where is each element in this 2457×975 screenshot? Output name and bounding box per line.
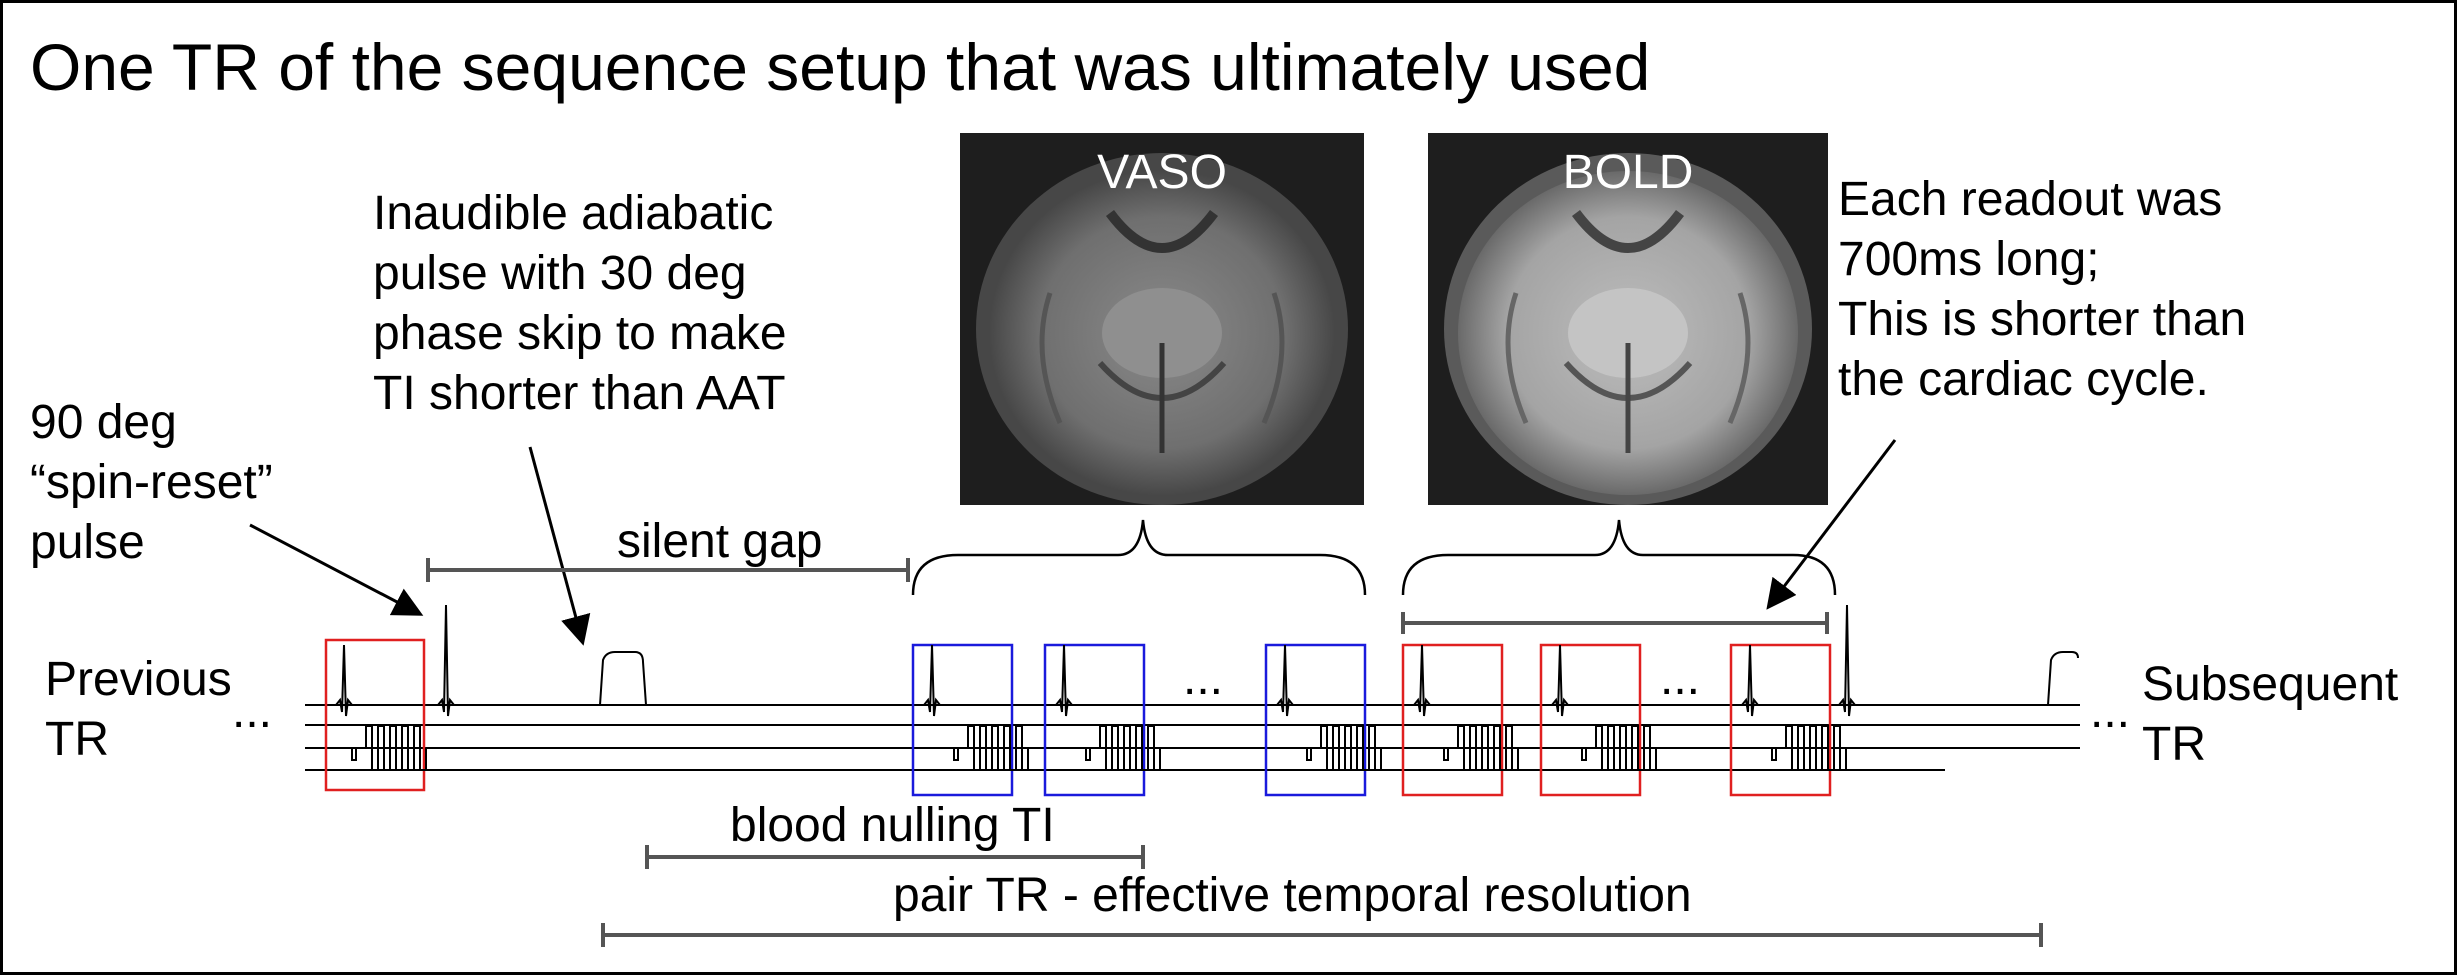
subsequent-tr-line-1: Subsequent xyxy=(2142,658,2399,711)
adiabatic-line-2: pulse with 30 deg xyxy=(373,247,747,300)
previous-ellipsis: ... xyxy=(232,685,273,738)
spin-reset-annotation: 90 deg “spin-reset” pulse xyxy=(30,393,273,573)
vaso-image: VASO xyxy=(960,133,1364,505)
subsequent-tr-label: Subsequent TR xyxy=(2142,655,2398,775)
bold-label: BOLD xyxy=(1562,146,1694,199)
bold-ellipsis: ... xyxy=(1660,652,1701,705)
readout-line-4: the cardiac cycle. xyxy=(1838,353,2209,406)
readout-line-2: 700ms long; xyxy=(1838,233,2100,286)
bold-brain-picture xyxy=(1428,133,1828,505)
blood-nulling-label: blood nulling TI xyxy=(730,799,1055,852)
previous-tr-line-1: Previous xyxy=(45,653,232,706)
previous-tr-line-2: TR xyxy=(45,713,109,766)
adiabatic-line-3: phase skip to make xyxy=(373,307,787,360)
vaso-brain-picture xyxy=(960,133,1364,505)
vaso-label: VASO xyxy=(1097,146,1227,199)
pair-tr-label: pair TR - effective temporal resolution xyxy=(893,869,1692,922)
adiabatic-annotation: Inaudible adiabatic pulse with 30 deg ph… xyxy=(373,184,787,424)
subsequent-tr-line-2: TR xyxy=(2142,718,2206,771)
readout-line-1: Each readout was xyxy=(1838,173,2223,226)
spin-reset-line-3: pulse xyxy=(30,516,145,569)
spin-reset-line-1: 90 deg xyxy=(30,396,177,449)
adiabatic-line-4: TI shorter than AAT xyxy=(373,367,786,420)
silent-gap-label: silent gap xyxy=(617,515,823,568)
vaso-ellipsis: ... xyxy=(1183,652,1224,705)
bold-image: BOLD xyxy=(1428,133,1828,505)
figure-title: One TR of the sequence setup that was ul… xyxy=(30,30,1651,104)
spin-reset-line-2: “spin-reset” xyxy=(30,456,273,509)
adiabatic-line-1: Inaudible adiabatic xyxy=(373,187,774,240)
readout-line-3: This is shorter than xyxy=(1838,293,2247,346)
subsequent-ellipsis: ... xyxy=(2090,685,2131,738)
readout-annotation: Each readout was 700ms long; This is sho… xyxy=(1838,170,2246,410)
previous-tr-label: Previous TR xyxy=(45,650,232,770)
